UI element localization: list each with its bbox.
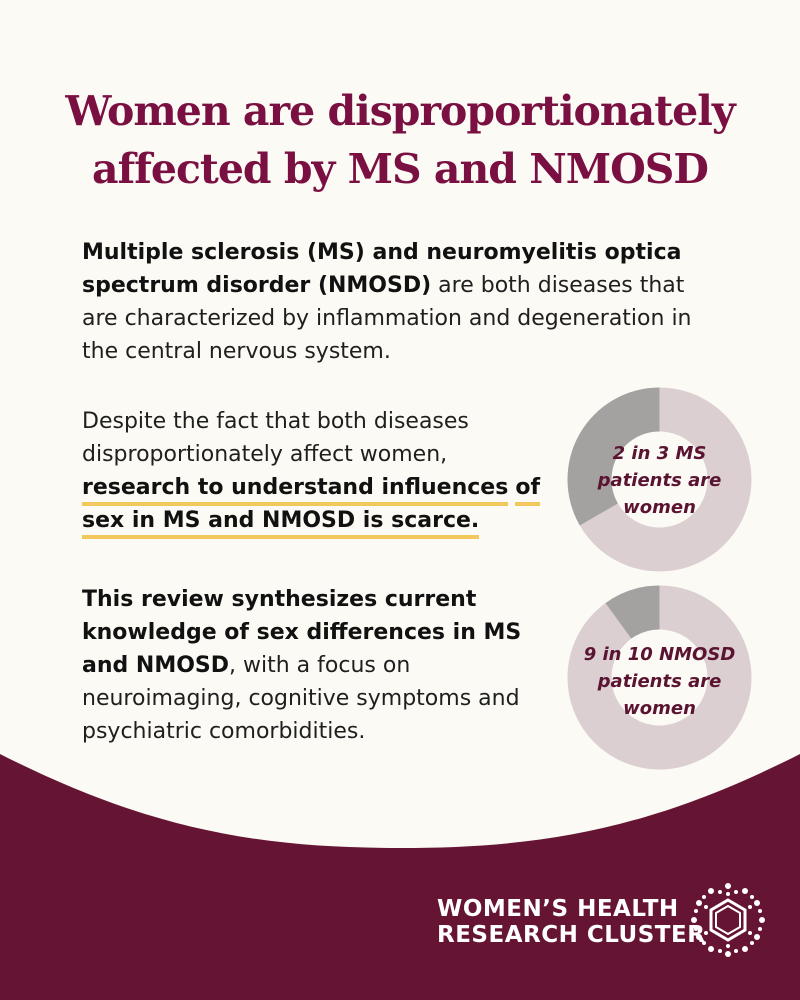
ms-donut-label: 2 in 3 MS patients are women	[567, 440, 752, 521]
review-text: , with a focus on neuroimaging, cognitiv…	[82, 653, 520, 744]
ms-donut-women-segment	[579, 387, 752, 572]
nmosd-donut-label-line-1: 9 in 10 NMOSD	[583, 644, 736, 665]
nmosd-donut-label: 9 in 10 NMOSD patients are women	[567, 641, 752, 722]
logo-line-2: RESEARCH CLUSTER	[437, 922, 706, 948]
nmosd-donut-graphic	[567, 585, 752, 770]
logo-wordmark: WOMEN’S HEALTH RESEARCH CLUSTER	[437, 896, 705, 948]
research-gap-text: Despite the fact that both diseases disp…	[82, 409, 469, 467]
ms-donut-other-segment	[567, 387, 660, 526]
nmosd-donut-women-segment	[567, 585, 752, 770]
nmosd-donut-label-line-3: women	[623, 698, 696, 719]
title-line-2: affected by MS and NMOSD	[92, 145, 709, 193]
nmosd-donut-chart: 9 in 10 NMOSD patients are women	[567, 585, 752, 770]
ms-donut-label-line-3: women	[623, 497, 696, 518]
review-summary-paragraph: This review synthesizes current knowledg…	[82, 583, 542, 748]
intro-bold-text: Multiple sclerosis (MS) and neuromyeliti…	[82, 240, 682, 298]
page-title: Women are disproportionately affected by…	[0, 82, 800, 198]
nmosd-donut-label-line-2: patients are	[597, 671, 722, 692]
intro-paragraph: Multiple sclerosis (MS) and neuromyeliti…	[82, 236, 722, 368]
ms-donut-label-line-1: 2 in 3 MS	[612, 443, 707, 464]
cluster-logo-icon	[691, 883, 765, 957]
logo-line-1: WOMEN’S HEALTH	[437, 896, 679, 922]
intro-text: are both diseases that are characterized…	[82, 273, 692, 364]
research-gap-highlight-1: research to understand influences	[82, 475, 509, 506]
research-gap-highlight-2: of sex in MS and NMOSD is scarce.	[82, 475, 541, 539]
nmosd-donut-other-segment	[605, 585, 660, 639]
ms-donut-graphic	[567, 387, 752, 572]
research-gap-paragraph: Despite the fact that both diseases disp…	[82, 405, 552, 539]
title-line-1: Women are disproportionately	[65, 87, 735, 135]
ms-donut-label-line-2: patients are	[597, 470, 722, 491]
ms-donut-chart: 2 in 3 MS patients are women	[567, 387, 752, 572]
review-bold-text: This review synthesizes current knowledg…	[82, 587, 522, 678]
